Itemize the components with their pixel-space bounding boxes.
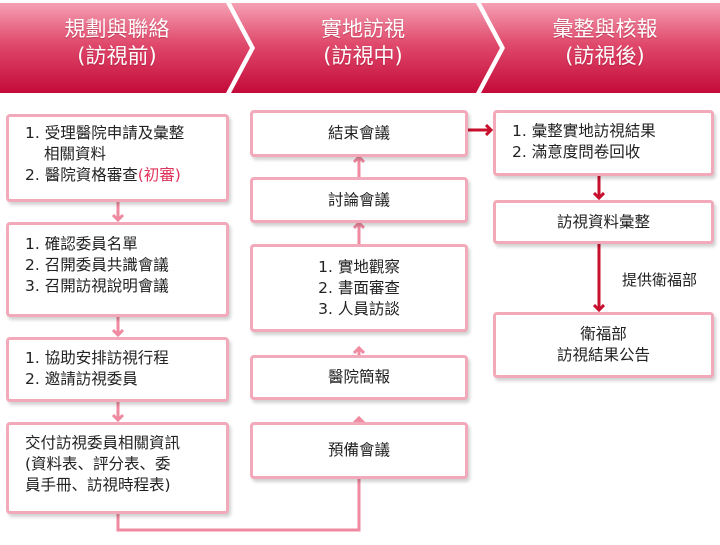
phase-subtitle: (訪視前) xyxy=(77,44,157,68)
step-closing-meeting: 結束會議 xyxy=(250,110,468,157)
step-line: 3. 人員訪談 xyxy=(318,299,400,318)
step-line: 2. 邀請訪視委員 xyxy=(25,370,138,388)
step-line: 1. 確認委員名單 xyxy=(25,235,138,253)
step-highlight: (初審) xyxy=(137,166,181,184)
phase-chevron-after xyxy=(481,3,720,93)
step-line: 2. 醫院資格審查(初審) xyxy=(25,165,226,186)
phase-title: 實地訪視 xyxy=(321,17,405,41)
step-line: 1. 協助安排訪視行程 xyxy=(25,349,169,367)
arrow-label-provide-ministry: 提供衛福部 xyxy=(622,271,698,289)
step-line: 醫院簡報 xyxy=(327,368,390,386)
step-line: 相關資料 xyxy=(44,145,107,163)
step-hospital-briefing: 醫院簡報 xyxy=(250,355,468,400)
step-line: 1. 實地觀察 xyxy=(318,257,400,276)
step-line: 討論會議 xyxy=(327,190,390,209)
step-line: 2. 書面審查 xyxy=(318,278,400,297)
step-compile-visit-data: 訪視資料彙整 xyxy=(493,200,714,244)
phase-title: 彙整與核報 xyxy=(552,17,658,41)
step-receive-applications: 1. 受理醫院申請及彙整 相關資料 2. 醫院資格審查(初審) xyxy=(6,114,229,202)
step-ministry-announcement: 衛福部 訪視結果公告 xyxy=(493,312,714,378)
phase-header-before: 規劃與聯絡 (訪視前) xyxy=(22,16,212,70)
step-line: 交付訪視委員相關資訊 xyxy=(25,434,181,452)
step-line: 衛福部 xyxy=(580,325,627,343)
phase-header-band xyxy=(0,3,720,93)
phase-chevron-during xyxy=(231,3,500,93)
step-confirm-committee: 1. 確認委員名單 2. 召開委員共識會議 3. 召開訪視說明會議 xyxy=(6,222,229,317)
phase-subtitle: (訪視後) xyxy=(565,44,645,68)
step-line: 3. 召開訪視說明會議 xyxy=(25,277,169,295)
step-compile-results: 1. 彙整實地訪視結果 2. 滿意度問卷回收 xyxy=(493,110,714,176)
step-line: (資料表、評分表、委 xyxy=(25,455,171,473)
phase-header-after: 彙整與核報 (訪視後) xyxy=(510,16,700,70)
step-line: 訪視資料彙整 xyxy=(556,212,650,231)
step-preparatory-meeting: 預備會議 xyxy=(250,422,468,479)
step-line: 2. 滿意度問卷回收 xyxy=(512,143,641,161)
step-line: 1. 受理醫院申請及彙整 xyxy=(25,124,185,142)
connector-col1-to-col2 xyxy=(116,479,361,532)
step-line: 預備會議 xyxy=(327,441,390,459)
step-deliver-information: 交付訪視委員相關資訊 (資料表、評分表、委 員手冊、訪視時程表) xyxy=(6,422,229,514)
step-discussion-meeting: 討論會議 xyxy=(250,177,468,223)
phase-header-during: 實地訪視 (訪視中) xyxy=(268,16,458,70)
step-text: 2. 醫院資格審查 xyxy=(25,166,138,184)
step-line: 員手冊、訪視時程表) xyxy=(25,476,171,494)
step-line: 結束會議 xyxy=(327,124,390,142)
step-line: 2. 召開委員共識會議 xyxy=(25,256,169,274)
step-arrange-schedule: 1. 協助安排訪視行程 2. 邀請訪視委員 xyxy=(6,337,229,402)
phase-subtitle: (訪視中) xyxy=(323,44,403,68)
phase-title: 規劃與聯絡 xyxy=(64,17,170,41)
step-line: 1. 彙整實地訪視結果 xyxy=(512,122,656,140)
step-line: 訪視結果公告 xyxy=(556,346,650,364)
step-onsite-review: 1. 實地觀察 2. 書面審查 3. 人員訪談 xyxy=(250,244,468,332)
phase-chevron-before xyxy=(0,3,250,93)
